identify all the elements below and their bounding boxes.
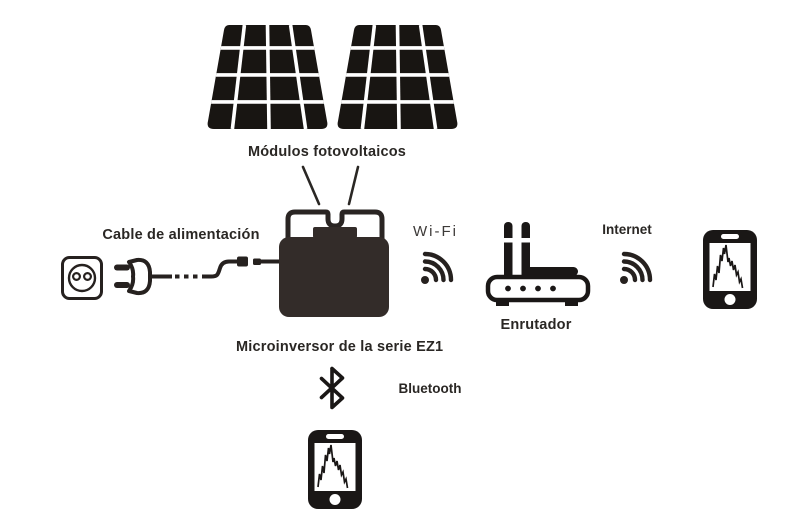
bluetooth-label: Bluetooth [398, 381, 462, 396]
power-cable-label: Cable de alimentación [102, 227, 260, 243]
smartphone-icon [308, 430, 362, 509]
internet-label: Internet [602, 222, 652, 237]
smartphone-icon [703, 230, 757, 309]
microinverter-icon [279, 209, 389, 317]
wall-outlet-icon [61, 256, 103, 300]
modules-label: Módulos fotovoltaicos [247, 144, 407, 160]
wifi-signal-icon [620, 251, 653, 284]
router-label: Enrutador [500, 317, 572, 333]
wifi-signal-icon [421, 251, 454, 284]
power-curve-graphic [712, 244, 744, 289]
bluetooth-icon [319, 366, 345, 410]
pointer-lines [301, 165, 360, 206]
microinverter-label: Microinversor de la serie EZ1 [236, 339, 444, 355]
wifi-label: Wi-Fi [413, 223, 458, 240]
router-icon [485, 222, 591, 306]
solar-panel-icon [337, 25, 458, 129]
power-cable-icon [114, 256, 284, 296]
power-plug-icon [114, 256, 284, 296]
power-curve-graphic [317, 444, 349, 489]
solar-panel-icon [207, 25, 328, 129]
